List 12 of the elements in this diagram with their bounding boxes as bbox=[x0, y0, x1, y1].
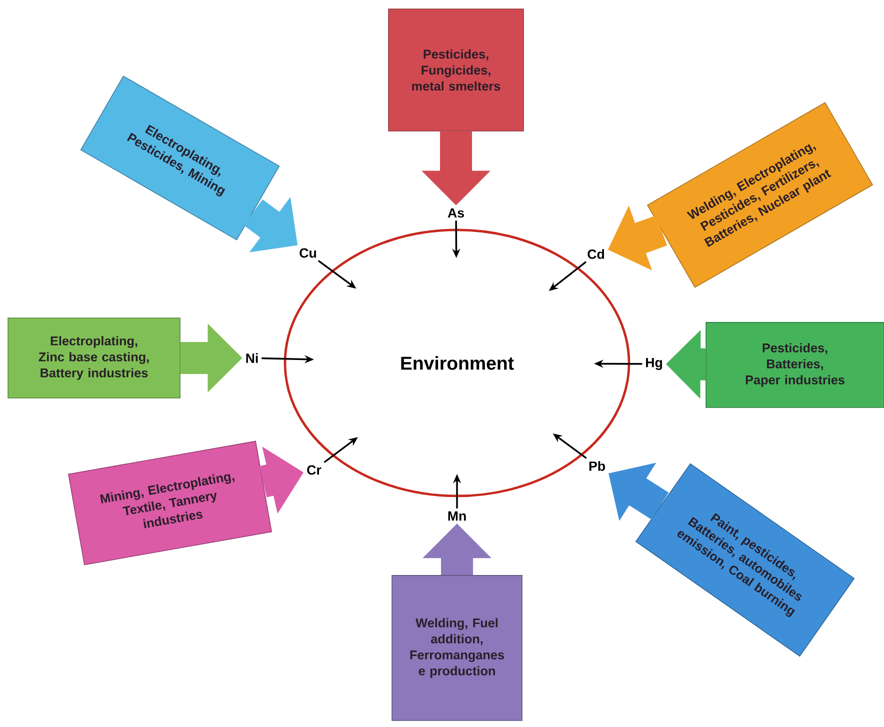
callout-box: Pesticides, Fungicides, metal smelters bbox=[388, 8, 524, 132]
element-label: Pb bbox=[589, 461, 605, 471]
element-label: Cu bbox=[300, 248, 316, 258]
callout-box: Pesticides, Batteries, Paper industries bbox=[706, 322, 884, 408]
element-label: Cr bbox=[307, 465, 322, 475]
element-label: As bbox=[448, 208, 464, 218]
callout-box: Electroplating, Zinc base casting, Battery industries bbox=[8, 318, 180, 398]
element-label: Cd bbox=[588, 249, 604, 259]
element-label: Ni bbox=[246, 353, 258, 363]
callout-box: Welding, Fuel addition, Ferromanganes e production bbox=[392, 575, 522, 721]
element-label: Mn bbox=[448, 511, 466, 521]
element-label: Hg bbox=[646, 358, 662, 370]
